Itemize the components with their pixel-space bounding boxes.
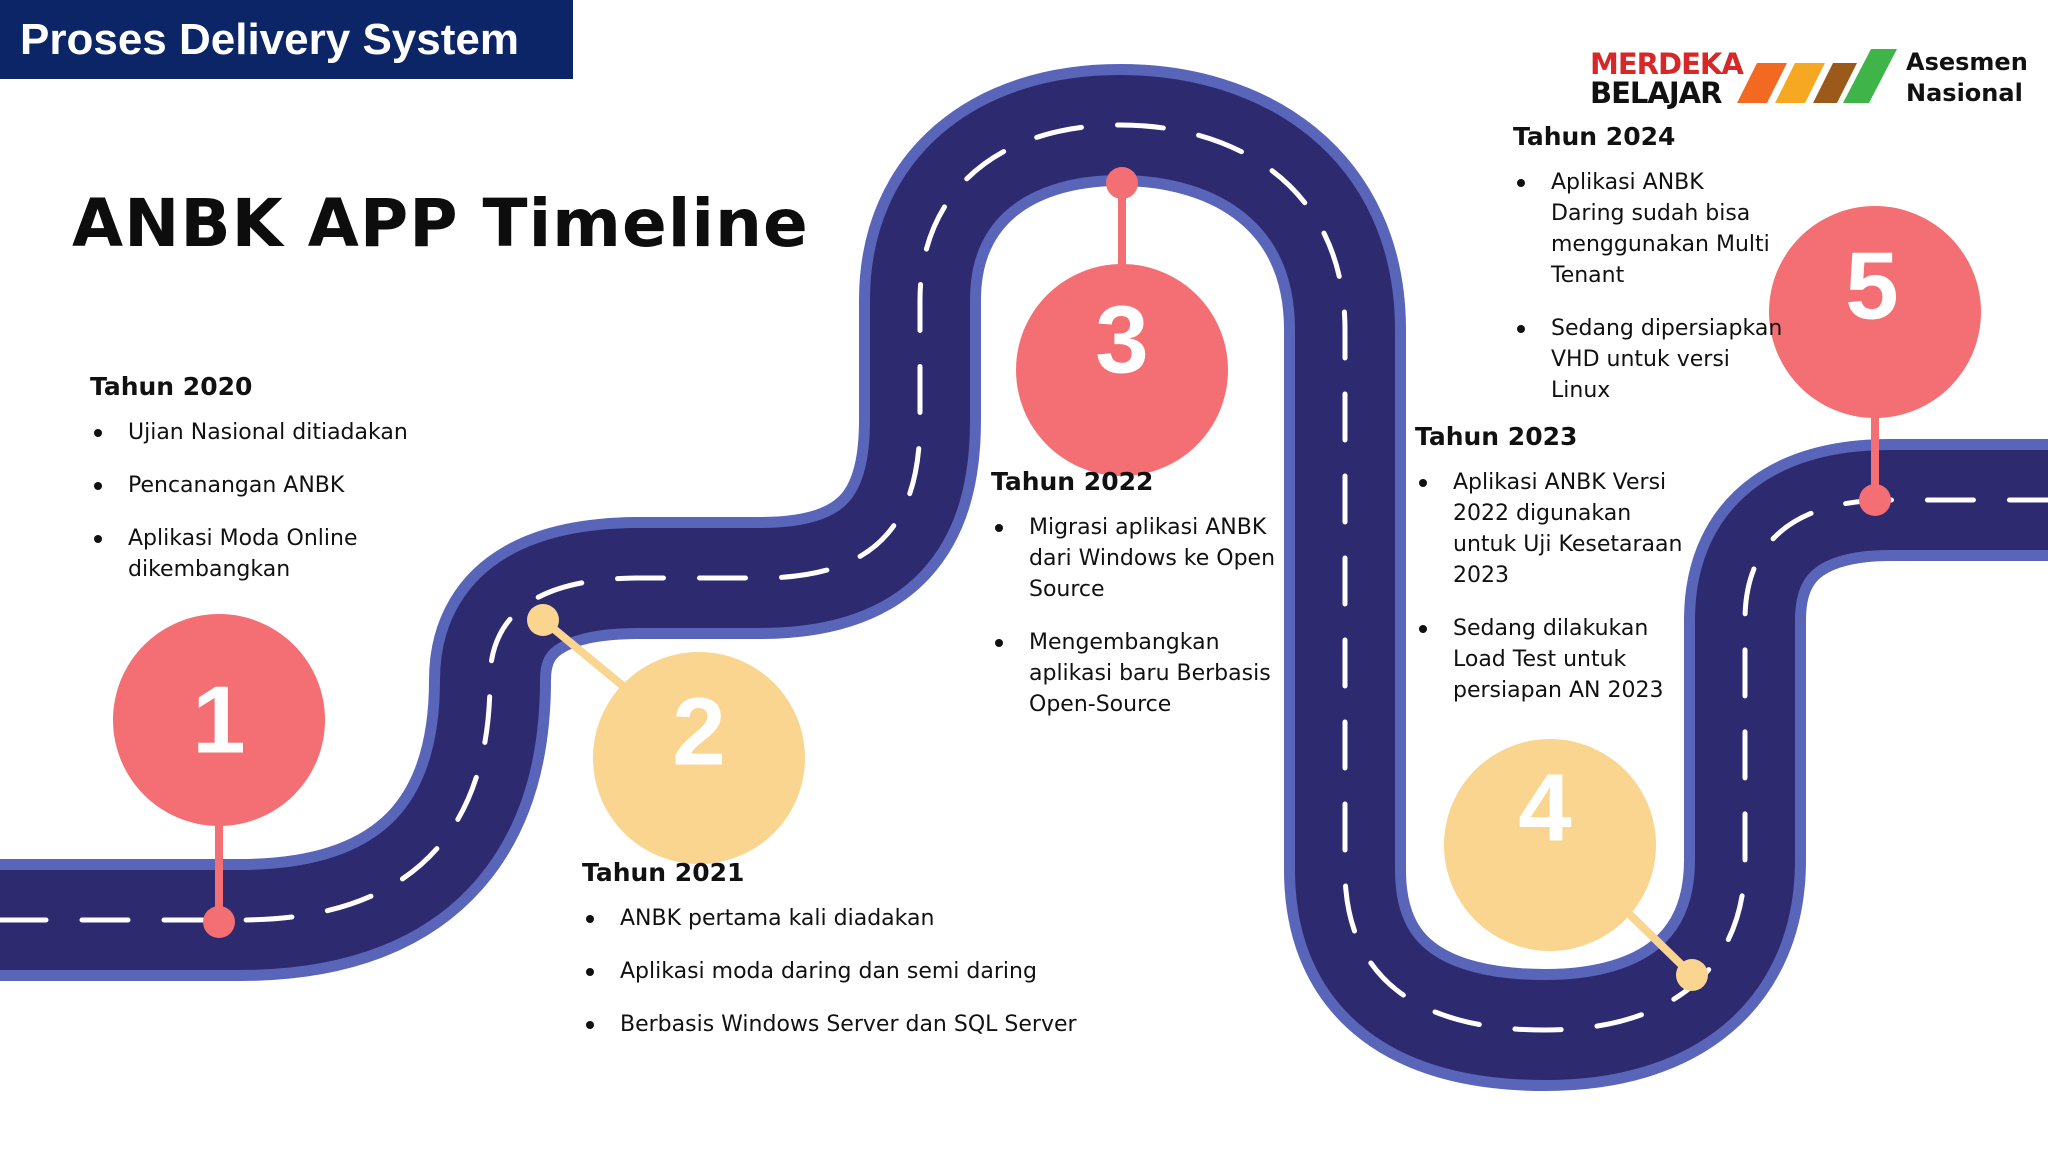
merdeka-belajar-logo: MERDEKA BELAJAR: [1590, 47, 1744, 110]
header-bar: Proses Delivery System: [0, 0, 573, 79]
milestone-block-2024: Tahun 2024 Aplikasi ANBK Daring sudah bi…: [1513, 122, 1783, 428]
milestone-number-2: 2: [672, 679, 725, 786]
milestone-item: Berbasis Windows Server dan SQL Server: [582, 1009, 1102, 1040]
milestone-block-2023: Tahun 2023 Aplikasi ANBK Versi 2022 digu…: [1415, 422, 1695, 728]
milestone-number-1: 1: [192, 667, 245, 774]
milestone-number-4: 4: [1518, 755, 1571, 862]
milestone-block-2021: Tahun 2021 ANBK pertama kali diadakan Ap…: [582, 858, 1102, 1062]
milestone-item: Pencanangan ANBK: [90, 470, 410, 501]
asesmen-nasional-text: Asesmen Nasional: [1906, 48, 2028, 107]
milestone-number-5: 5: [1845, 233, 1898, 340]
page-title: ANBK APP Timeline: [72, 185, 809, 262]
milestone-marker-2: 2: [527, 604, 805, 864]
milestone-year: Tahun 2020: [90, 372, 253, 401]
milestone-item: Migrasi aplikasi ANBK dari Windows ke Op…: [991, 512, 1281, 605]
milestone-item: Sedang dilakukan Load Test untuk persiap…: [1415, 613, 1695, 706]
asesmen-nasional-mark: [1737, 49, 1897, 103]
milestone-block-2022: Tahun 2022 Migrasi aplikasi ANBK dari Wi…: [991, 467, 1281, 742]
milestone-item: Aplikasi moda daring dan semi daring: [582, 956, 1102, 987]
section-title: Proses Delivery System: [20, 14, 519, 64]
road-center-dashes: [0, 122, 2048, 1033]
merdeka-belajar-asesmen-nasional-logo: MERDEKA BELAJAR Asesmen Nasional: [1590, 45, 2030, 115]
milestone-item: Aplikasi Moda Online dikembangkan: [90, 523, 410, 585]
milestone-marker-5: 5: [1769, 206, 1981, 516]
milestone-number-3: 3: [1095, 287, 1148, 394]
milestone-block-2020: Tahun 2020 Ujian Nasional ditiadakan Pen…: [90, 372, 410, 607]
milestone-year: Tahun 2023: [1415, 422, 1578, 451]
milestone-item: Ujian Nasional ditiadakan: [90, 417, 410, 448]
milestone-item: Mengembangkan aplikasi baru Berbasis Ope…: [991, 627, 1281, 720]
milestone-item: ANBK pertama kali diadakan: [582, 903, 1102, 934]
milestone-item: Sedang dipersiapkan VHD untuk versi Linu…: [1513, 313, 1783, 406]
milestone-item: Aplikasi ANBK Versi 2022 digunakan untuk…: [1415, 467, 1695, 591]
milestone-year: Tahun 2024: [1513, 122, 1676, 151]
milestone-year: Tahun 2021: [582, 858, 745, 887]
milestone-marker-3: 3: [1016, 167, 1228, 476]
milestone-item: Aplikasi ANBK Daring sudah bisa mengguna…: [1513, 167, 1783, 291]
milestone-marker-4: 4: [1444, 739, 1708, 991]
milestone-year: Tahun 2022: [991, 467, 1154, 496]
milestone-marker-1: 1: [113, 614, 325, 938]
